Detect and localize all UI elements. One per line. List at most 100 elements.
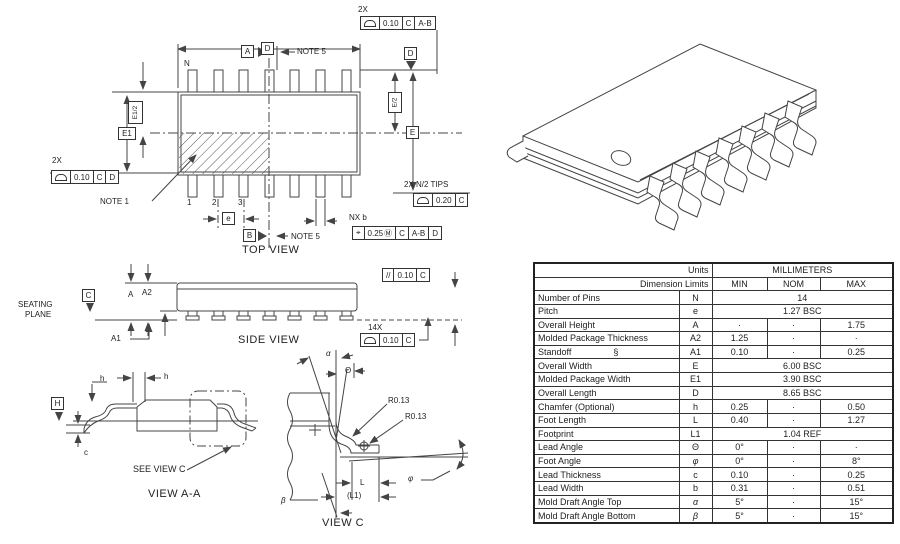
row-symbol: β [678, 508, 713, 524]
row-symbol: A2 [678, 331, 713, 346]
dimension-table: Units MILLIMETERS Dimension Limits MIN N… [533, 262, 895, 524]
table-row: Mold Draft Angle Top α 5° · 15° [533, 494, 894, 510]
datum-b-box: B [243, 229, 256, 242]
row-min: 0.31 [711, 481, 768, 496]
datum-c-box: C [82, 289, 95, 302]
row-label: Pitch [533, 303, 680, 319]
dim-a2-label: A2 [142, 288, 152, 297]
row-value: 14 [711, 290, 894, 305]
row-symbol: φ [678, 453, 713, 469]
row-symbol: E [678, 358, 713, 374]
dimension-limits-header: Dimension Limits [533, 276, 713, 292]
row-min: 0.10 [711, 467, 768, 483]
row-min: 0° [711, 453, 768, 469]
dim-h-right-label: h [164, 372, 169, 381]
millimeters-header: MILLIMETERS [711, 262, 894, 278]
dim-e1-half-box: E1/2 [128, 101, 143, 124]
side-view-geometry [86, 264, 462, 346]
row-nom: · [766, 494, 821, 510]
row-nom: · [766, 467, 821, 483]
dim-a1-label: A1 [111, 334, 121, 343]
dim-pitch-box: e [222, 212, 235, 225]
pin1-number: 1 [187, 198, 192, 207]
fcf-tolerance: 0.10 [70, 171, 93, 183]
dim-e1-box: E1 [118, 127, 136, 140]
view-c-geometry [287, 350, 469, 518]
fcf-datum: C [416, 269, 429, 281]
row-nom: · [766, 317, 821, 333]
row-symbol: E1 [678, 372, 713, 387]
row-label: Chamfer (Optional) [533, 399, 680, 414]
profile-of-surface-icon [361, 334, 379, 346]
note5-top-label: NOTE 5 [297, 47, 326, 56]
fcf-tolerance: 0.10 [393, 269, 416, 281]
row-symbol: L1 [678, 426, 713, 442]
dim-c-label: c [84, 448, 88, 457]
table-row: Molded Package Width E1 3.90 BSC [533, 372, 894, 387]
row-symbol: b [678, 481, 713, 496]
row-symbol: e [678, 303, 713, 319]
row-symbol: A1 [678, 344, 713, 360]
dim-e-half-box: E/2 [388, 92, 402, 113]
table-row: Overall Width E 6.00 BSC [533, 358, 894, 374]
r013-label-2: R0.13 [405, 412, 427, 421]
max-header: MAX [819, 276, 894, 292]
units-header: Units [533, 262, 713, 278]
fcf-datum: C [454, 194, 468, 206]
table-row: Lead Angle Θ 0° · · [533, 440, 894, 455]
table-row: Lead Width b 0.31 · 0.51 [533, 481, 894, 496]
view-aa-geometry [55, 372, 258, 471]
fcf-datum: D [428, 227, 441, 239]
table-row: Number of Pins N 14 [533, 290, 894, 305]
fcf-tolerance: 0.10 [379, 334, 402, 346]
row-label: Foot Angle [533, 453, 680, 469]
table-row: Mold Draft Angle Bottom β 5° · 15° [533, 508, 894, 524]
row-label: Lead Width [533, 481, 680, 496]
table-row: Lead Thickness c 0.10 · 0.25 [533, 467, 894, 483]
row-min: 0.40 [711, 412, 768, 428]
view-c-title: VIEW C [322, 517, 365, 529]
fcf-datum: D [105, 171, 118, 183]
note5-bottom-label: NOTE 5 [291, 232, 320, 241]
row-label: Lead Thickness [533, 467, 680, 483]
note1-label: NOTE 1 [100, 197, 129, 206]
side-view-title: SIDE VIEW [238, 334, 300, 346]
table-header-row: Dimension Limits MIN NOM MAX [533, 276, 894, 292]
row-label: Number of Pins [533, 290, 680, 305]
table-row: Foot Angle φ 0° · 8° [533, 453, 894, 469]
row-label: Overall Length [533, 385, 680, 401]
dim-d-box: D [261, 42, 274, 55]
row-min: 1.25 [711, 331, 768, 346]
row-label: Mold Draft Angle Top [533, 494, 680, 510]
position-tolerance-icon: ⌖ [356, 228, 361, 237]
row-symbol: A [678, 317, 713, 333]
row-value: 1.27 BSC [711, 303, 894, 319]
fcf-datum: C [401, 334, 415, 346]
table-row: Foot Length L 0.40 · 1.27 [533, 412, 894, 428]
fcf-datum: C [401, 17, 415, 29]
datum-h-box: H [51, 397, 64, 410]
fcf-datum: A-B [414, 17, 434, 29]
fcf-profile-top: 0.10 C A-B [360, 16, 436, 30]
row-label: Molded Package Thickness [533, 331, 680, 346]
row-max: 0.51 [819, 481, 894, 496]
min-header: MIN [711, 276, 768, 292]
fcf-tolerance: 0.10 [379, 17, 402, 29]
profile-of-surface-icon [361, 17, 379, 29]
table-row: Standoff§ A1 0.10 · 0.25 [533, 344, 894, 360]
row-min: 5° [711, 508, 768, 524]
nx-b-label: NX b [349, 213, 367, 222]
row-nom: · [766, 331, 821, 346]
qty-top-label: 2X [358, 5, 368, 14]
row-symbol: N [678, 290, 713, 305]
phi-label: φ [408, 474, 414, 483]
row-max: 0.25 [819, 344, 894, 360]
row-label: Footprint [533, 426, 680, 442]
row-max: · [819, 331, 894, 346]
row-nom: · [766, 481, 821, 496]
row-nom: · [766, 399, 821, 414]
gullwing-leads [646, 100, 817, 231]
